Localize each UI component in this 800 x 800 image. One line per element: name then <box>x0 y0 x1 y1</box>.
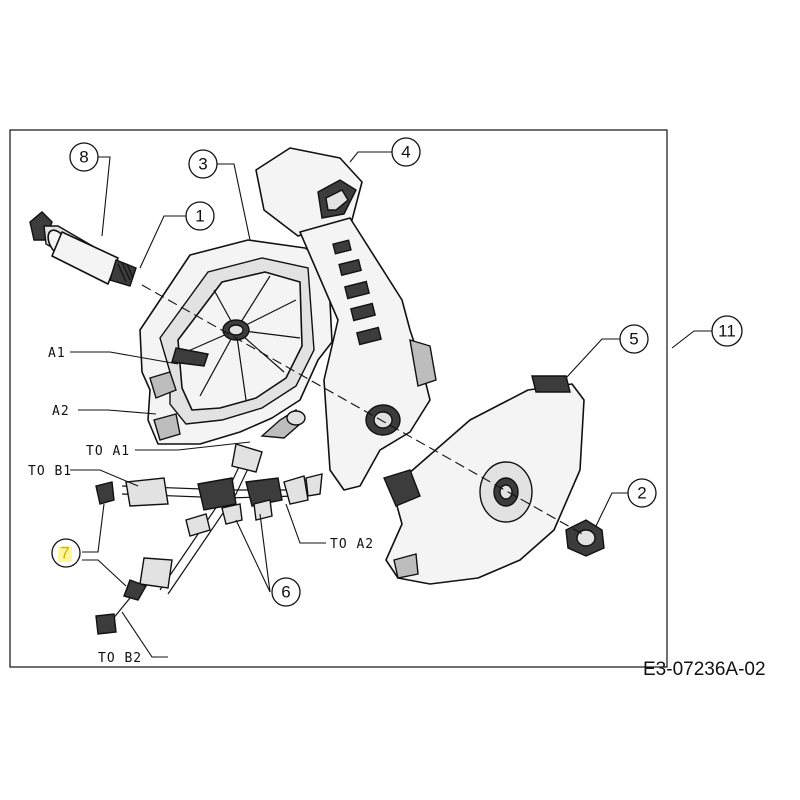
part-6-cable-assembly <box>95 408 323 635</box>
drawing-code: E3-07236A-02 <box>643 659 766 680</box>
label-to-b1: TO B1 <box>28 464 72 479</box>
callout-2: 2 <box>627 478 657 508</box>
label-to-a1: TO A1 <box>86 444 130 459</box>
part-2-nut <box>565 519 605 557</box>
part-5-cover <box>383 375 585 585</box>
part-8-bolt <box>29 211 137 287</box>
callout-6-number: 6 <box>281 583 290 602</box>
callout-7-number: 7 <box>60 544 69 563</box>
callout-7-highlight <box>58 546 72 562</box>
callout-3: 3 <box>188 149 218 179</box>
callout-5: 5 <box>619 324 649 354</box>
callout-1: 1 <box>185 201 215 231</box>
callout-2-number: 2 <box>637 484 646 503</box>
label-a2: A2 <box>52 404 70 419</box>
callout-5-number: 5 <box>629 330 638 349</box>
callout-4-number: 4 <box>401 143 410 162</box>
leader-lines <box>70 151 712 658</box>
callout-8: 8 <box>69 142 99 172</box>
label-to-a2: TO A2 <box>330 537 374 552</box>
label-to-b2: TO B2 <box>98 651 142 666</box>
callout-8-number: 8 <box>79 148 88 167</box>
diagram-frame <box>9 129 668 668</box>
callout-11: 11 <box>711 315 743 347</box>
callout-3-number: 3 <box>198 155 207 174</box>
callout-11-number: 11 <box>718 322 736 341</box>
assembly-axis <box>141 284 587 537</box>
callout-7: 7 <box>51 538 81 568</box>
label-a1: A1 <box>48 346 66 361</box>
callout-1-number: 1 <box>195 207 204 226</box>
callout-6: 6 <box>271 577 301 607</box>
part-4-lever <box>255 147 437 491</box>
callout-4: 4 <box>391 137 421 167</box>
